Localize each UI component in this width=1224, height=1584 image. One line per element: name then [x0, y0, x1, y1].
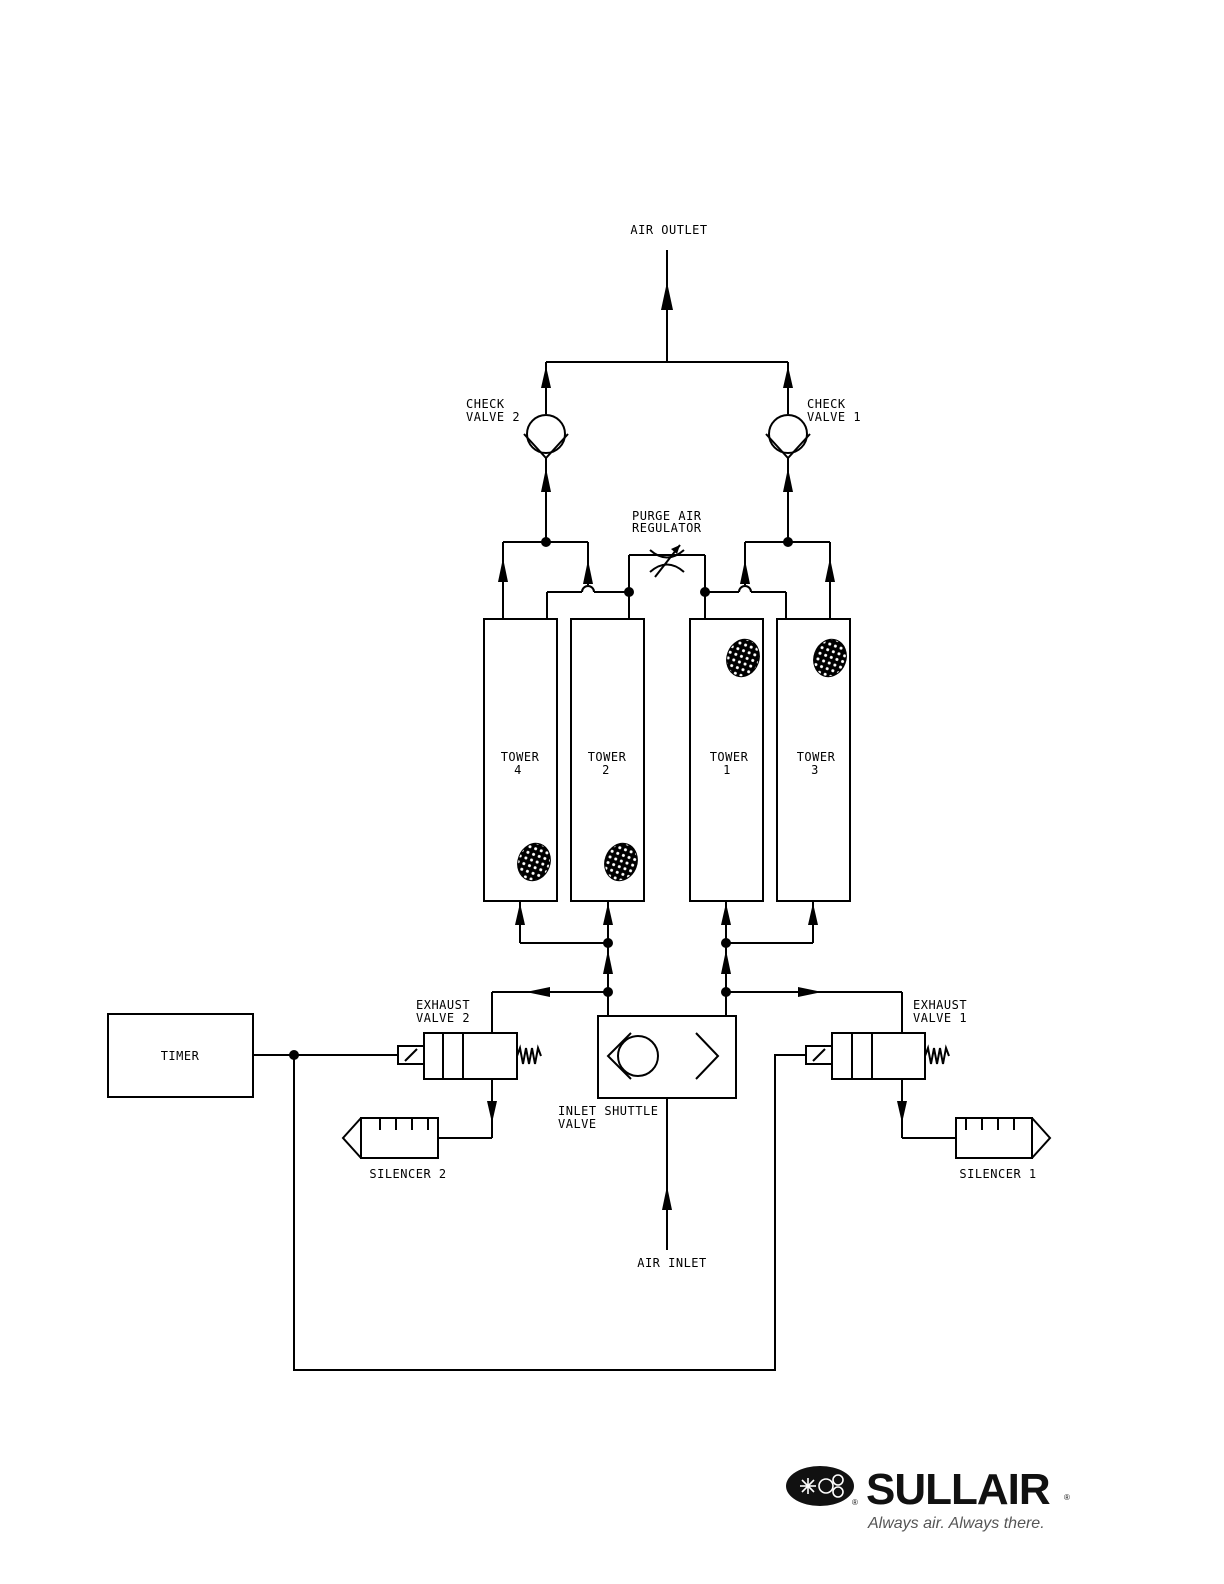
check-valve-1-label-2: VALVE 1 — [807, 410, 861, 424]
check-valve-2-label-1: CHECK — [466, 397, 505, 411]
right-inlet-manifold — [721, 901, 818, 1016]
sullair-tagline: Always air. Always there. — [867, 1515, 1045, 1532]
silencer-2 — [343, 1118, 438, 1158]
tower-1-label-1: TOWER — [710, 750, 749, 764]
purge-air-regulator — [629, 545, 705, 577]
silencer-1 — [956, 1118, 1050, 1158]
tower-3-label-2: 3 — [811, 763, 819, 777]
exhaust-valve-2-label-1: EXHAUST — [416, 998, 470, 1012]
tower-1-label-2: 1 — [723, 763, 731, 777]
tower-2-label-2: 2 — [602, 763, 610, 777]
tower-3-label-1: TOWER — [797, 750, 836, 764]
check-valve-2 — [524, 415, 568, 542]
left-outlet-manifold — [498, 537, 593, 619]
exhaust-valve-2 — [398, 1033, 541, 1079]
inlet-shuttle-valve — [598, 1016, 736, 1250]
inlet-shuttle-label-2: VALVE — [558, 1117, 597, 1131]
tower-4-label-1: TOWER — [501, 750, 540, 764]
silencer-1-label: SILENCER 1 — [959, 1167, 1036, 1181]
wordmark-registered-mark: ® — [1064, 1493, 1070, 1502]
air-outlet-label: AIR OUTLET — [630, 223, 707, 237]
check-valve-1 — [766, 415, 810, 542]
air-outlet-line — [661, 250, 673, 362]
sullair-logo — [786, 1466, 854, 1506]
right-outlet-manifold — [740, 537, 835, 619]
inlet-shuttle-label-1: INLET SHUTTLE — [558, 1104, 658, 1118]
tower-4-label-2: 4 — [514, 763, 522, 777]
exhaust-valve-1-label-2: VALVE 1 — [913, 1011, 967, 1025]
emblem-registered-mark: ® — [852, 1498, 858, 1507]
exhaust-valve-1 — [806, 1033, 949, 1079]
purge-regulator-label-2: REGULATOR — [632, 521, 702, 535]
silencer-2-label: SILENCER 2 — [369, 1167, 446, 1181]
check-valve-1-label-1: CHECK — [807, 397, 846, 411]
sullair-emblem-icon — [786, 1466, 854, 1506]
exhaust-valve-1-label-1: EXHAUST — [913, 998, 967, 1012]
outlet-header — [541, 362, 793, 414]
timer-label: TIMER — [161, 1049, 200, 1063]
left-purge-manifold — [547, 555, 634, 619]
tower-2-label-1: TOWER — [588, 750, 627, 764]
check-valve-2-label-2: VALVE 2 — [466, 410, 520, 424]
right-purge-manifold — [700, 555, 786, 619]
left-inlet-manifold — [515, 901, 613, 1016]
sullair-wordmark: SULLAIR — [866, 1465, 1050, 1514]
exhaust-valve-2-label-2: VALVE 2 — [416, 1011, 470, 1025]
air-inlet-label: AIR INLET — [637, 1256, 707, 1270]
